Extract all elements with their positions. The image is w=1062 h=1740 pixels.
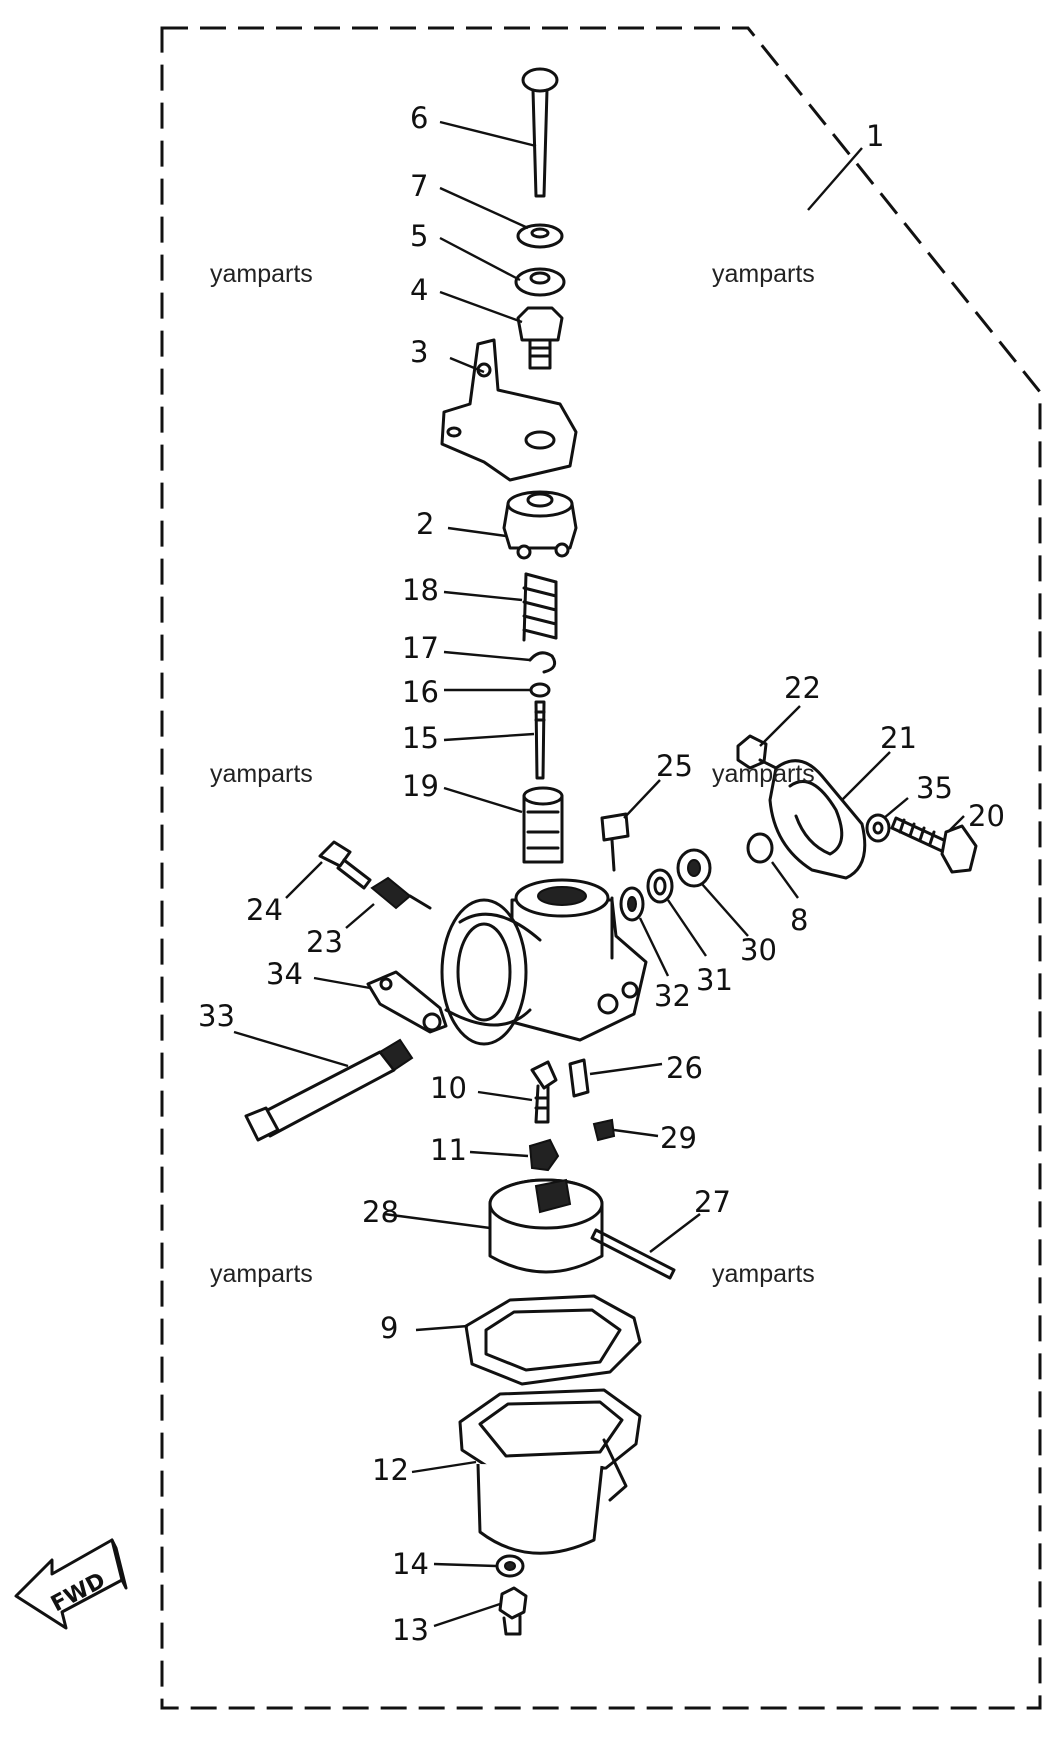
callout-24: 24 — [246, 893, 283, 927]
callout-27: 27 — [694, 1185, 731, 1219]
callout-33: 33 — [198, 999, 235, 1033]
callout-9: 9 — [380, 1311, 398, 1345]
callout-20: 20 — [968, 799, 1005, 833]
callout-12: 12 — [372, 1453, 409, 1487]
part-31-washer — [646, 868, 674, 904]
watermark: yamparts — [712, 1260, 815, 1288]
callout-4: 4 — [410, 273, 428, 307]
part-14-washer — [495, 1554, 525, 1578]
part-3-bracket — [440, 338, 578, 482]
part-26-jet — [568, 1058, 590, 1098]
part-4-nut — [516, 306, 564, 370]
callout-7: 7 — [410, 169, 428, 203]
callout-26: 26 — [666, 1051, 703, 1085]
part-1-carburetor-body — [440, 878, 648, 1046]
watermark: yamparts — [712, 260, 815, 288]
part-33-choke-shaft — [244, 1038, 414, 1142]
callout-10: 10 — [430, 1071, 467, 1105]
callout-13: 13 — [392, 1613, 429, 1647]
callout-15: 15 — [402, 721, 439, 755]
callout-1: 1 — [866, 119, 884, 153]
part-25-screw — [600, 812, 630, 872]
assembly-frame — [160, 26, 1042, 1710]
callout-23: 23 — [306, 925, 343, 959]
part-10-main-jet — [530, 1060, 558, 1124]
callout-19: 19 — [402, 769, 439, 803]
callout-labels: 1 2 3 4 5 6 7 8 9 10 11 12 13 14 15 16 1… — [198, 101, 1005, 1647]
part-7-washer — [516, 223, 564, 249]
watermarks: yamparts yamparts yamparts yamparts yamp… — [210, 260, 815, 1288]
part-35-washer — [865, 813, 891, 843]
callout-14: 14 — [392, 1547, 429, 1581]
callout-6: 6 — [410, 101, 428, 135]
part-24-screw — [318, 840, 372, 890]
callout-21: 21 — [880, 721, 917, 755]
part-18-spring — [522, 572, 558, 642]
part-29-screw — [592, 1118, 616, 1142]
callout-3: 3 — [410, 335, 428, 369]
leader-lines — [233, 120, 965, 1628]
part-12-float-chamber — [458, 1388, 642, 1555]
watermark: yamparts — [210, 1260, 313, 1288]
part-21-clamp — [758, 758, 867, 880]
part-17-clip — [528, 651, 557, 674]
callout-34: 34 — [266, 957, 303, 991]
callout-11: 11 — [430, 1133, 467, 1167]
callout-28: 28 — [362, 1195, 399, 1229]
part-2-carburetor-cap — [502, 490, 578, 560]
callout-32: 32 — [654, 979, 691, 1013]
callout-5: 5 — [410, 219, 428, 253]
callout-29: 29 — [660, 1121, 697, 1155]
part-16-ring — [529, 682, 551, 698]
watermark: yamparts — [210, 760, 313, 788]
fwd-arrow-icon: FWD — [14, 1538, 128, 1630]
part-28-float — [488, 1178, 604, 1274]
part-32-washer — [619, 886, 645, 922]
part-13-drain-screw — [498, 1586, 528, 1636]
part-27-float-pin — [590, 1228, 676, 1280]
part-11-nozzle — [528, 1138, 560, 1172]
part-23-pilot-screw — [370, 876, 432, 910]
callout-35: 35 — [916, 771, 953, 805]
callout-25: 25 — [656, 749, 693, 783]
part-5-seal — [514, 267, 566, 297]
part-6-needle-screw — [521, 67, 559, 198]
part-9-gasket — [464, 1294, 642, 1386]
callout-2: 2 — [416, 507, 434, 541]
part-34-plate — [366, 970, 448, 1034]
callout-16: 16 — [402, 675, 439, 709]
callout-22: 22 — [784, 671, 821, 705]
part-8-o-ring — [746, 832, 774, 864]
callout-17: 17 — [402, 631, 439, 665]
callout-8: 8 — [790, 903, 808, 937]
part-20-bolt — [890, 816, 978, 874]
part-19-throttle-valve — [522, 786, 564, 864]
callout-31: 31 — [696, 963, 733, 997]
watermark: yamparts — [210, 260, 313, 288]
part-30-nut — [676, 848, 712, 888]
callout-18: 18 — [402, 573, 439, 607]
part-15-jet-needle — [534, 700, 546, 780]
callout-30: 30 — [740, 933, 777, 967]
watermark: yamparts — [712, 760, 815, 788]
